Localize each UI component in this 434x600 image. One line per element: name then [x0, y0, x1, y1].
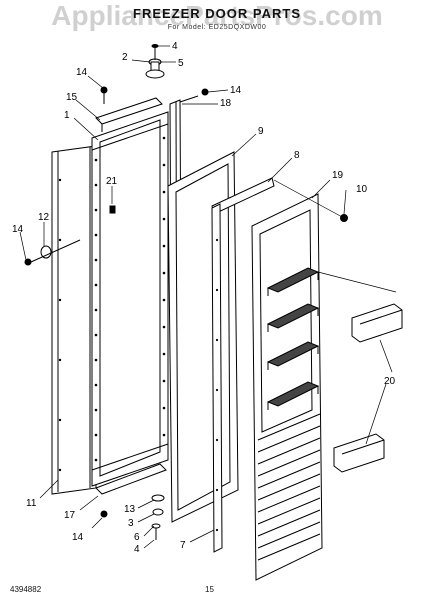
- liner-screw-holes: [58, 136, 166, 472]
- callout-3: 3: [128, 518, 134, 529]
- callout-10: 10: [356, 184, 368, 195]
- callout-4-top: 4: [172, 41, 178, 52]
- document-number: 4394882: [10, 585, 42, 594]
- callout-13: 13: [124, 504, 136, 515]
- callout-labels: 2 4 5 14 15 1 14 18 9 8 19 10 21 12 14 2…: [12, 41, 396, 555]
- callout-17: 17: [64, 510, 76, 521]
- callout-9: 9: [258, 126, 264, 137]
- callout-12: 12: [38, 212, 50, 223]
- door-liner-frame: [91, 111, 169, 487]
- door-outer-panel: [51, 145, 97, 495]
- callout-5: 5: [178, 58, 184, 69]
- screw-top-right: [179, 88, 209, 103]
- callout-2: 2: [122, 52, 128, 63]
- breaker-strip: [211, 177, 275, 553]
- callout-21: 21: [106, 176, 118, 187]
- page-number: 15: [205, 585, 214, 594]
- callout-11: 11: [26, 498, 37, 509]
- leader-lines: [19, 45, 397, 549]
- wire-shelf: [266, 341, 320, 370]
- callout-14-top-left: 14: [76, 67, 88, 78]
- diagram-title: FREEZER DOOR PARTS: [133, 6, 301, 21]
- callout-19: 19: [332, 170, 344, 181]
- callout-15: 15: [66, 92, 78, 103]
- callout-14-top-right: 14: [230, 85, 242, 96]
- callout-8: 8: [294, 150, 300, 161]
- callout-7: 7: [180, 540, 186, 551]
- top-hinge-assembly: [145, 44, 165, 79]
- breaker-strip-holes: [215, 238, 219, 532]
- shelf-end-cap-lower: [333, 433, 385, 473]
- top-hinge-bracket: [95, 97, 163, 132]
- small-clip: [109, 205, 116, 214]
- callout-20: 20: [384, 376, 396, 387]
- wire-shelf: [266, 381, 320, 410]
- watermark: AppliancePartsPros.com: [51, 0, 383, 31]
- wire-shelf: [266, 303, 320, 332]
- diagram-subtitle: For Model: ED25DQXDW00: [167, 24, 267, 31]
- callout-1: 1: [64, 110, 70, 121]
- screw-top-left: [100, 86, 108, 104]
- callout-4-bottom: 4: [134, 544, 140, 555]
- bottom-hinge-assembly: [95, 463, 167, 540]
- handle-mount: [24, 239, 81, 266]
- wire-shelf: [266, 267, 320, 296]
- callout-14-bottom: 14: [72, 532, 84, 543]
- callout-14-left: 14: [12, 224, 24, 235]
- callout-6: 6: [134, 532, 140, 543]
- inner-door-ribs: [257, 413, 321, 561]
- callout-18: 18: [220, 98, 232, 109]
- shelf-end-cap-upper: [351, 303, 403, 343]
